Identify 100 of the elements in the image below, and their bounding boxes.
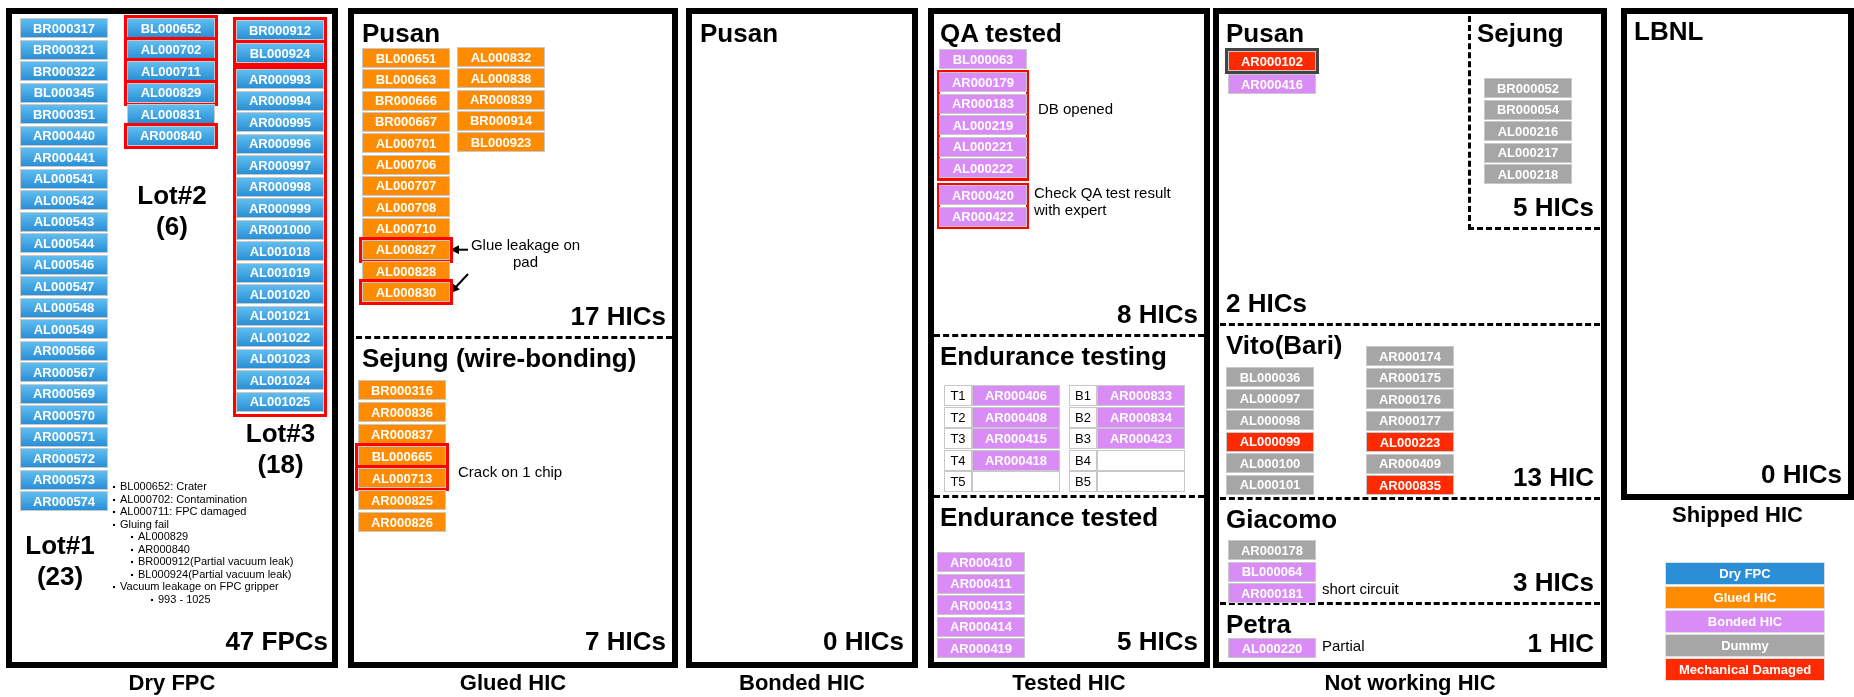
serial-tag: AR000176 (1366, 389, 1454, 409)
legend-item: Mechanical Damaged (1665, 658, 1825, 681)
serial-tag: AR000834 (1097, 406, 1185, 428)
serial-tag: AR000566 (20, 340, 108, 361)
serial-tag: AL000702 (127, 39, 215, 60)
count-label: 8 HICs (1117, 299, 1198, 330)
serial-tag: AR000993 (236, 69, 324, 89)
serial-tag: BL000923 (457, 132, 545, 153)
serial-tag: AR000837 (358, 424, 446, 444)
lot-label: Lot#2 (6) (136, 180, 208, 243)
note-item: AL000702: Contamination (112, 492, 248, 505)
serial-tag: AL000541 (20, 168, 108, 189)
note-item: AR000840 (130, 542, 190, 555)
status-column (1213, 8, 1607, 696)
serial-tag: AR000174 (1366, 346, 1454, 366)
serial-tag: AR000998 (236, 176, 324, 197)
serial-tag: BL000663 (362, 69, 450, 90)
serial-tag: AR000826 (358, 512, 446, 532)
serial-tag: BR000316 (358, 380, 446, 400)
legend-item: Glued HIC (1665, 586, 1825, 609)
count-label: 17 HICs (570, 301, 666, 332)
serial-tag: AL001018 (236, 241, 324, 261)
serial-tag: AL000099 (1226, 431, 1314, 452)
count-label: 13 HIC (1513, 462, 1594, 493)
serial-tag: AL000218 (1484, 164, 1572, 184)
serial-tag: BL000036 (1226, 367, 1314, 387)
note-text: short circuit (1322, 580, 1400, 597)
highlight-frame (937, 70, 1029, 181)
serial-tag: BR000914 (457, 110, 545, 131)
column-caption: Glued HIC (458, 670, 568, 696)
serial-tag: AR000409 (1366, 453, 1454, 474)
serial-tag: AL000707 (362, 175, 450, 196)
arrow (450, 245, 469, 255)
serial-tag: AR001000 (236, 219, 324, 240)
serial-tag: AL000220 (1228, 638, 1316, 658)
slot-cell: T1 (944, 385, 972, 406)
serial-tag: BR000351 (20, 104, 108, 124)
serial-tag: AR000996 (236, 133, 324, 154)
count-label: 3 HICs (1513, 567, 1594, 598)
serial-tag: AL001019 (236, 262, 324, 283)
serial-tag: AR000406 (972, 385, 1060, 406)
serial-tag: AR000835 (1366, 475, 1454, 495)
serial-tag: AR000102 (1228, 51, 1316, 71)
section-title: LBNL (1634, 16, 1704, 47)
section-title: Petra (1226, 609, 1292, 640)
serial-tag: AL000828 (362, 261, 450, 281)
note-item: AL000711: FPC damaged (112, 505, 247, 517)
arrow (450, 273, 469, 294)
serial-tag: AL000543 (20, 211, 108, 232)
serial-tag: AR000423 (1097, 428, 1185, 449)
serial-tag: AR000416 (1228, 74, 1316, 94)
serial-tag: AL001022 (236, 327, 324, 347)
serial-tag: AR000572 (20, 448, 108, 468)
serial-tag: BL000064 (1228, 561, 1316, 582)
serial-tag: AR000181 (1228, 583, 1316, 603)
note-text: DB opened (1038, 100, 1115, 117)
slot-cell: B3 (1069, 428, 1097, 449)
section-title: QA tested (940, 18, 1062, 49)
status-column (6, 8, 338, 696)
slot-cell: T4 (944, 449, 972, 471)
column-caption: Dry FPC (127, 670, 217, 696)
serial-tag: AL000544 (20, 233, 108, 253)
serial-tag: AL000216 (1484, 121, 1572, 141)
note-item: BL000652: Crater (112, 480, 207, 492)
serial-tag: AR000840 (127, 125, 215, 146)
serial-tag: AR000569 (20, 383, 108, 404)
serial-tag: AL001021 (236, 305, 324, 326)
column-caption: Tested HIC (1011, 670, 1127, 696)
section-title: Pusan (362, 18, 441, 49)
serial-tag: AR000995 (236, 112, 324, 132)
serial-tag: AL000546 (20, 254, 108, 275)
serial-tag: AR000571 (20, 426, 108, 447)
serial-tag: AR000573 (20, 469, 108, 490)
serial-tag: AL000221 (939, 136, 1027, 157)
serial-tag: AR000574 (20, 491, 108, 511)
count-label: 7 HICs (585, 626, 666, 657)
count-label: 47 FPCs (225, 626, 328, 657)
note-item: AL000829 (130, 530, 189, 542)
serial-tag: AL000100 (1226, 453, 1314, 473)
serial-tag: AL000710 (362, 218, 450, 239)
serial-tag: AL000549 (20, 319, 108, 339)
highlight-frame (937, 183, 1029, 229)
serial-tag: AL000713 (358, 468, 446, 488)
serial-tag: AR000419 (937, 638, 1025, 658)
serial-tag: AR000833 (1097, 385, 1185, 406)
section-title: Giacomo (1226, 504, 1338, 535)
serial-tag: AR000413 (937, 595, 1025, 615)
count-label: 1 HIC (1527, 628, 1594, 659)
serial-tag: AR000836 (358, 402, 446, 422)
slot-cell: T3 (944, 428, 972, 449)
serial-tag: BL000345 (20, 82, 108, 103)
count-label: 2 HICs (1226, 288, 1307, 319)
serial-tag: AL001025 (236, 391, 324, 412)
note-item: Vacuum leakage on FPC gripper (112, 580, 279, 592)
serial-tag: AL000838 (457, 68, 545, 89)
serial-tag: BL000651 (362, 48, 450, 68)
serial-tag: AL000827 (362, 239, 450, 260)
lot-label: Lot#1 (23) (24, 530, 96, 593)
serial-tag: BR000321 (20, 39, 108, 60)
serial-tag: BR000317 (20, 18, 108, 38)
